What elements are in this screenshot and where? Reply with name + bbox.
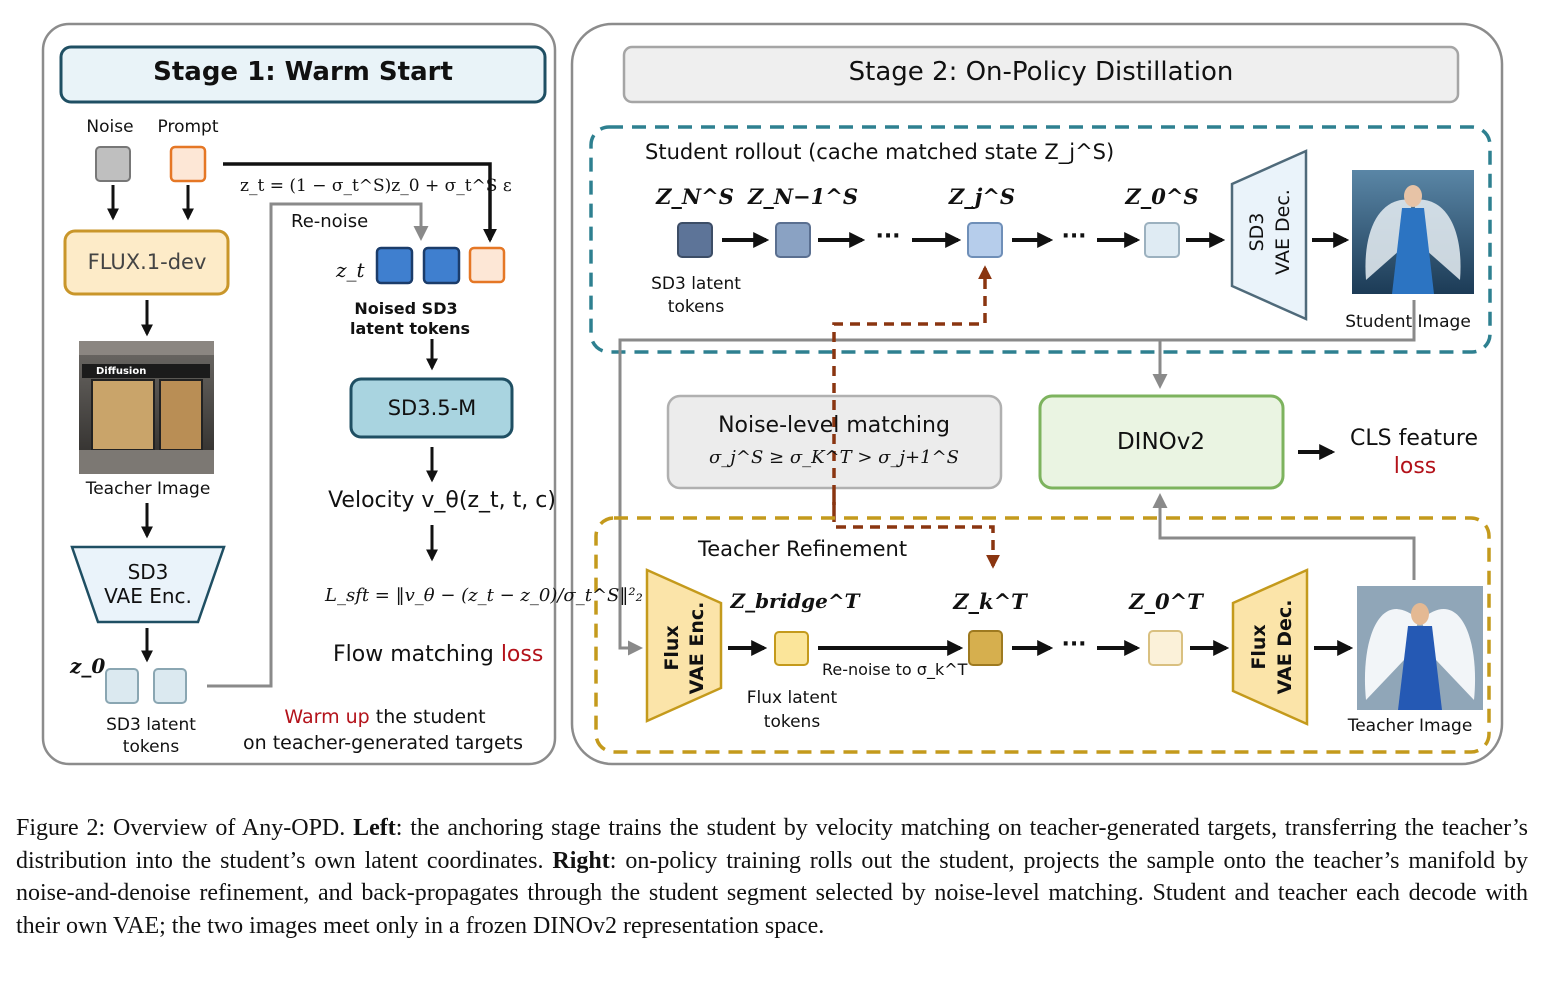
flux-vae-dec-line2: VAE Dec. xyxy=(1274,599,1296,695)
noise-level-title: Noise-level matching xyxy=(718,413,950,438)
zj-label: Z_j^S xyxy=(948,184,1016,209)
sd3-vae-dec-line1: SD3 xyxy=(1246,212,1268,252)
flux-vae-enc xyxy=(645,568,723,723)
caption-right-text: : on-policy training rolls out the stude… xyxy=(16,847,1528,939)
zn-label: Z_N^S xyxy=(656,184,734,209)
noise-label: Noise xyxy=(86,117,134,137)
sd3-latent-line1: SD3 latent xyxy=(651,274,741,294)
velocity-label: Velocity v_θ(z_t, t, c) xyxy=(328,488,556,513)
flux-vae-dec-line1: Flux xyxy=(1248,624,1270,670)
teacher-refinement-box xyxy=(594,516,1491,754)
student-image-label: Student Image xyxy=(1345,312,1471,332)
teacher-ellipsis: ··· xyxy=(1061,632,1087,657)
rollout-ellipsis-2: ··· xyxy=(1061,224,1087,249)
stage2-header-box xyxy=(622,45,1460,104)
noised-tokens-line1: Noised SD3 xyxy=(354,299,458,318)
flow-matching-label: Flow matching loss xyxy=(333,642,543,667)
flow-matching-text: Flow matching xyxy=(333,642,494,667)
noised-token-2 xyxy=(422,246,461,285)
renoise-to-label: Re-noise to σ_k^T xyxy=(822,660,968,679)
zbridge-token xyxy=(774,631,809,666)
noise-level-formula: σ_j^S ≥ σ_K^T > σ_j+1^S xyxy=(709,447,959,468)
z0s-label: Z_0^S xyxy=(1125,184,1199,209)
dinov2-box xyxy=(1038,394,1285,490)
z0s-token xyxy=(1144,222,1180,258)
sd3-vae-dec-line2: VAE Dec. xyxy=(1272,189,1294,275)
stage1-header-box xyxy=(59,45,547,104)
sd3-latent-line2: tokens xyxy=(667,297,725,317)
prompt-token xyxy=(169,145,207,183)
prompt-token-2 xyxy=(468,246,506,284)
sd3-vae-enc xyxy=(70,545,226,624)
diagram: Stage 1: Warm Start Noise Prompt z_t = (… xyxy=(41,22,1504,766)
warmup-line1: Warm up the student xyxy=(284,706,485,728)
zn1-token xyxy=(775,222,811,258)
vae-enc-line2: VAE Enc. xyxy=(104,584,192,608)
renoise-label: Re-noise xyxy=(291,211,369,232)
teacher-refinement-title: Teacher Refinement xyxy=(698,537,908,561)
zn-token xyxy=(677,222,713,258)
flux-vae-enc-line1: Flux xyxy=(661,625,683,671)
flux-vae-enc-line2: VAE Enc. xyxy=(686,601,708,695)
teacher-image-text: Diffusion xyxy=(96,366,147,377)
noise-token xyxy=(95,146,131,182)
flow-matching-loss: loss xyxy=(500,642,544,667)
rollout-dashed-box xyxy=(589,125,1492,354)
zbridge-label: Z_bridge^T xyxy=(730,589,860,613)
sd35m-box xyxy=(349,377,514,439)
cls-feature-label: CLS feature xyxy=(1349,426,1479,451)
teacher-image-angel xyxy=(1357,586,1483,710)
rollout-title: Student rollout (cache matched state Z_j… xyxy=(645,140,1115,164)
student-image-angel xyxy=(1352,170,1474,294)
stage2-title: Stage 2: On-Policy Distillation xyxy=(848,57,1234,87)
z0t-label: Z_0^T xyxy=(1129,589,1203,614)
sd3-tokens-line1: SD3 latent xyxy=(106,715,196,735)
stage1-title: Stage 1: Warm Start xyxy=(153,57,453,87)
sd35m-label: SD3.5-M xyxy=(387,396,477,420)
teacher-image-label-s2: Teacher Image xyxy=(1347,716,1473,736)
flux-dev-label: FLUX.1-dev xyxy=(87,250,207,274)
renoise-formula: z_t = (1 − σ_t^S)z_0 + σ_t^S ε xyxy=(240,176,512,196)
teacher-image-shop xyxy=(79,341,214,474)
noised-token-1 xyxy=(375,246,414,285)
dinov2-label: DINOv2 xyxy=(1116,429,1206,455)
rollout-ellipsis-1: ··· xyxy=(875,224,901,249)
zk-label: Z_k^T xyxy=(953,589,1027,614)
caption-fig: Figure 2: Overview of Any-OPD. xyxy=(16,815,354,841)
stage2-panel xyxy=(570,22,1504,766)
vae-enc-line1: SD3 xyxy=(127,560,169,584)
flux-latent-line1: Flux latent xyxy=(746,688,838,708)
lsft-formula: L_sft = ‖v_θ − (z_t − z_0)/σ_t^S‖²₂ xyxy=(325,585,643,606)
z0-token-2 xyxy=(153,668,187,704)
caption-left-text: : the anchoring stage trains the student… xyxy=(16,815,1528,874)
z0-label: z_0 xyxy=(70,654,106,678)
teacher-image-label-s1: Teacher Image xyxy=(85,479,211,499)
flux-latent-line2: tokens xyxy=(763,712,821,732)
caption-left-bold: Left xyxy=(353,815,396,841)
cls-loss-label: loss xyxy=(1393,454,1437,479)
sd3-vae-dec xyxy=(1230,149,1308,321)
sd3-tokens-line2: tokens xyxy=(122,737,180,757)
z0-token-1 xyxy=(105,668,139,704)
warmup-rest: the student xyxy=(369,706,486,728)
figure-caption: Figure 2: Overview of Any-OPD. Left: the… xyxy=(16,812,1528,942)
warmup-line2: on teacher-generated targets xyxy=(243,732,523,754)
z0t-token xyxy=(1148,630,1183,666)
flux-vae-dec xyxy=(1231,568,1309,726)
zk-token xyxy=(968,630,1003,666)
zj-token xyxy=(967,222,1003,258)
zt-label: z_t xyxy=(336,258,365,282)
prompt-label: Prompt xyxy=(157,117,219,137)
warmup-highlight: Warm up xyxy=(284,706,370,728)
stage1-panel xyxy=(41,22,557,766)
zn1-label: Z_N−1^S xyxy=(748,184,858,209)
noised-tokens-line2: latent tokens xyxy=(349,319,471,338)
flux-dev-box xyxy=(63,229,230,296)
caption-right-bold: Right xyxy=(552,847,610,874)
